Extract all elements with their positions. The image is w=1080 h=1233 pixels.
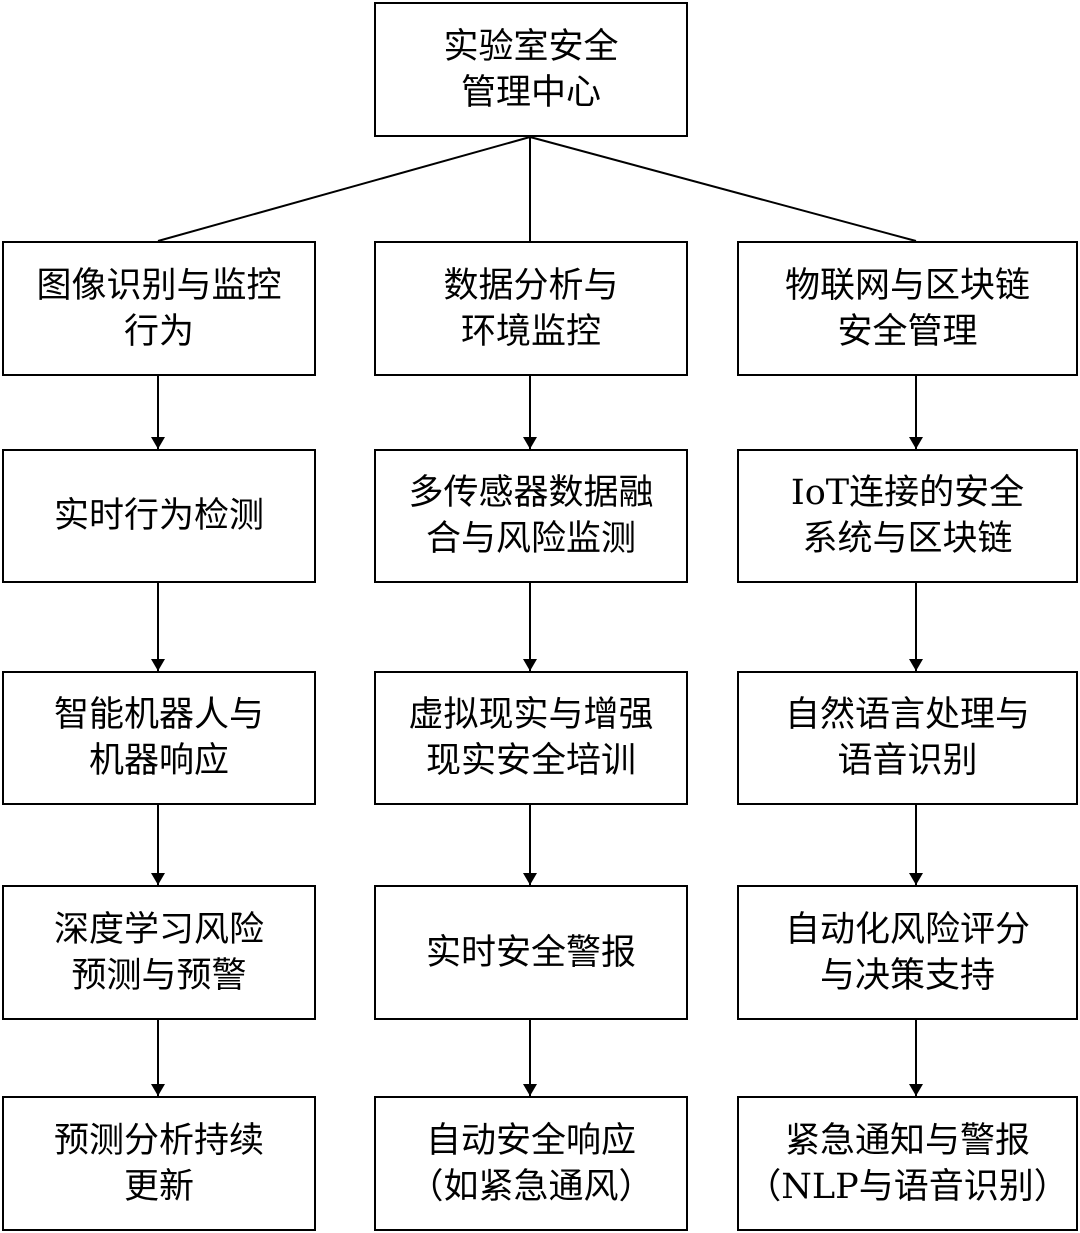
col1-step4-box: 预测分析持续 更新 <box>2 1096 316 1231</box>
col2-step1-label: 多传感器数据融 合与风险监测 <box>408 473 654 559</box>
col2-step3-box: 实时安全警报 <box>374 885 688 1020</box>
col1-step4-label: 预测分析持续 更新 <box>53 1120 264 1207</box>
col1-step3-box: 深度学习风险 预测与预警 <box>2 885 316 1020</box>
root-box: 实验室安全 管理中心 <box>374 2 688 137</box>
col2-step4-box: 自动安全响应 （如紧急通风） <box>374 1096 688 1231</box>
col3-step3-box: 自动化风险评分 与决策支持 <box>737 885 1078 1020</box>
col3-step2-label: 自然语言处理与 语音识别 <box>784 695 1030 781</box>
col1-header-box: 图像识别与监控 行为 <box>2 241 316 376</box>
col3-step4-label: 紧急通知与警报 （NLP与语音识别） <box>746 1120 1069 1207</box>
connector-root-to-col3 <box>529 136 917 242</box>
col2-step2-box: 虚拟现实与增强 现实安全培训 <box>374 671 688 805</box>
col3-step2-box: 自然语言处理与 语音识别 <box>737 671 1078 805</box>
col3-step1-label: IoT连接的安全 系统与区块链 <box>790 473 1025 559</box>
col3-step1-box: IoT连接的安全 系统与区块链 <box>737 449 1078 583</box>
col1-step2-label: 智能机器人与 机器响应 <box>53 695 264 781</box>
col1-header-label: 图像识别与监控 行为 <box>36 265 282 352</box>
connector-root-to-col1 <box>157 136 531 242</box>
col2-step4-label: 自动安全响应 （如紧急通风） <box>408 1120 654 1207</box>
col1-step1-label: 实时行为检测 <box>53 496 264 536</box>
col2-step1-box: 多传感器数据融 合与风险监测 <box>374 449 688 583</box>
root-label: 实验室安全 管理中心 <box>443 26 619 113</box>
col2-header-box: 数据分析与 环境监控 <box>374 241 688 376</box>
col3-step3-label: 自动化风险评分 与决策支持 <box>784 909 1030 996</box>
col2-header-label: 数据分析与 环境监控 <box>443 265 619 352</box>
col3-step4-box: 紧急通知与警报 （NLP与语音识别） <box>737 1096 1078 1231</box>
col2-step3-label: 实时安全警报 <box>425 932 636 973</box>
col3-header-box: 物联网与区块链 安全管理 <box>737 241 1078 376</box>
col1-step1-box: 实时行为检测 <box>2 449 316 583</box>
col1-step3-label: 深度学习风险 预测与预警 <box>53 909 264 996</box>
col1-step2-box: 智能机器人与 机器响应 <box>2 671 316 805</box>
col3-header-label: 物联网与区块链 安全管理 <box>784 265 1030 352</box>
col2-step2-label: 虚拟现实与增强 现实安全培训 <box>408 695 654 781</box>
